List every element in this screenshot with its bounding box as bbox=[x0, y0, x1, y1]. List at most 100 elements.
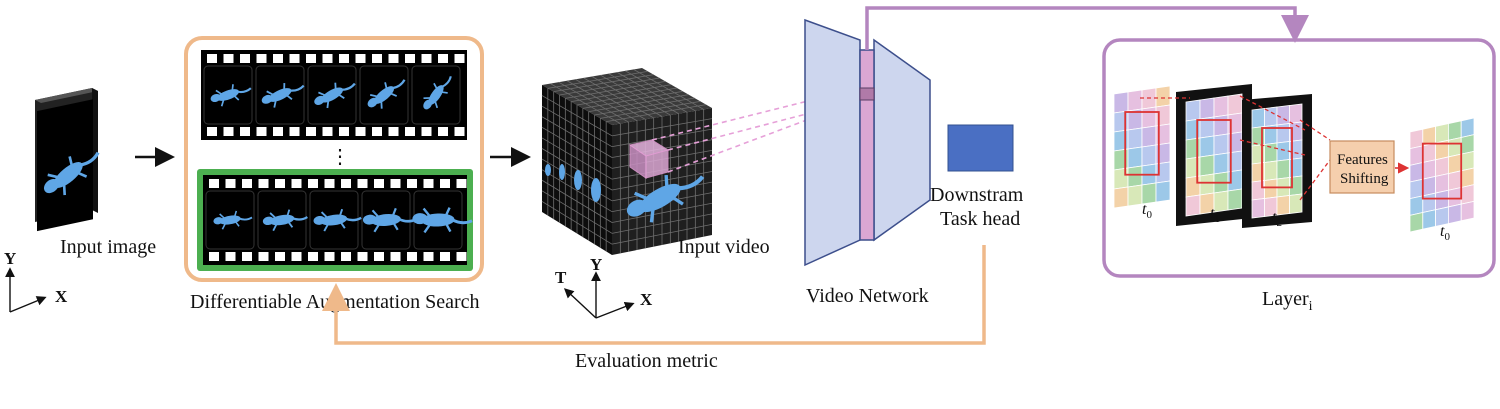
svg-text:t2: t2 bbox=[1272, 209, 1282, 229]
sprocket-hole bbox=[322, 54, 333, 63]
input-video-label: Input video bbox=[678, 236, 770, 258]
sprocket-hole bbox=[289, 54, 300, 63]
features-shifting-box bbox=[1329, 140, 1395, 194]
sprocket-hole bbox=[339, 127, 349, 136]
film-strip-icon bbox=[203, 175, 474, 265]
feature-grid bbox=[1242, 94, 1312, 228]
sprocket-hole bbox=[456, 252, 467, 261]
input-image-label: Input image bbox=[60, 236, 156, 258]
sprocket-hole bbox=[357, 252, 368, 261]
sprocket-hole bbox=[454, 127, 465, 136]
sprocket-hole bbox=[291, 179, 302, 188]
sprocket-hole bbox=[291, 252, 302, 261]
feature-grid bbox=[1113, 85, 1171, 209]
sprocket-hole bbox=[407, 179, 417, 188]
task-head-box bbox=[947, 124, 1014, 172]
sprocket-hole bbox=[357, 179, 368, 188]
sprocket-hole bbox=[324, 252, 335, 261]
downstream-label-line1: Downstram bbox=[930, 184, 1024, 206]
sprocket-hole bbox=[374, 252, 384, 261]
sprocket-hole bbox=[308, 179, 318, 188]
sprocket-hole bbox=[438, 127, 448, 136]
sprocket-hole bbox=[209, 252, 219, 261]
time-label-t2: t2 bbox=[1272, 209, 1282, 229]
image-axis-x: X bbox=[55, 287, 68, 306]
sprocket-hole bbox=[341, 179, 351, 188]
layer-label: Layeri bbox=[1262, 288, 1313, 314]
sprocket-hole bbox=[322, 127, 333, 136]
sprocket-hole bbox=[207, 54, 217, 63]
sprocket-hole bbox=[421, 54, 432, 63]
sprocket-hole bbox=[306, 54, 316, 63]
feature-grid bbox=[1409, 117, 1475, 233]
sprocket-hole bbox=[207, 127, 217, 136]
sprocket-hole bbox=[324, 179, 335, 188]
sprocket-hole bbox=[355, 54, 366, 63]
sprocket-hole bbox=[275, 179, 285, 188]
image-axis-y: Y bbox=[4, 249, 16, 268]
sprocket-hole bbox=[242, 179, 252, 188]
sprocket-hole bbox=[454, 54, 465, 63]
video-network bbox=[804, 18, 931, 267]
time-label-t0: t0 bbox=[1142, 201, 1152, 221]
input-image bbox=[35, 88, 107, 232]
video-axis-x: X bbox=[640, 290, 653, 309]
video-network-label: Video Network bbox=[806, 285, 929, 307]
sprocket-hole bbox=[456, 179, 467, 188]
svg-text:t0: t0 bbox=[1142, 201, 1152, 221]
video-axis-y: Y bbox=[590, 255, 602, 274]
sprocket-hole bbox=[440, 252, 450, 261]
sprocket-hole bbox=[289, 127, 300, 136]
layer-box bbox=[1102, 38, 1496, 278]
sprocket-hole bbox=[372, 127, 382, 136]
sprocket-hole bbox=[240, 127, 250, 136]
time-label-t1: t1 bbox=[1210, 205, 1220, 225]
sprocket-hole bbox=[223, 54, 234, 63]
sprocket-hole bbox=[390, 252, 401, 261]
sprocket-hole bbox=[225, 179, 236, 188]
sprocket-hole bbox=[258, 179, 269, 188]
sprocket-hole bbox=[438, 54, 448, 63]
film-strip-icon bbox=[201, 50, 467, 140]
sprocket-hole bbox=[306, 127, 316, 136]
features-label-line2: Shifting bbox=[1340, 171, 1389, 187]
video-axes bbox=[563, 271, 635, 319]
sprocket-hole bbox=[372, 54, 382, 63]
feature-grid bbox=[1176, 84, 1252, 226]
sprocket-hole bbox=[273, 54, 283, 63]
evaluation-metric-label: Evaluation metric bbox=[575, 350, 718, 372]
time-label-t0-output: t0 bbox=[1440, 223, 1450, 243]
svg-text:t0: t0 bbox=[1440, 223, 1450, 243]
sprocket-hole bbox=[258, 252, 269, 261]
arrow-evaluation-feedback bbox=[322, 245, 986, 345]
video-cube-icon bbox=[541, 68, 713, 255]
sprocket-hole bbox=[423, 179, 434, 188]
svg-text:t1: t1 bbox=[1210, 205, 1220, 225]
sprocket-hole bbox=[388, 54, 399, 63]
sprocket-hole bbox=[390, 179, 401, 188]
vertical-ellipsis: ⋮ bbox=[330, 146, 350, 168]
shift-lines bbox=[1140, 95, 1331, 201]
sprocket-hole bbox=[223, 127, 234, 136]
sprocket-hole bbox=[388, 127, 399, 136]
sprocket-hole bbox=[240, 54, 250, 63]
sprocket-hole bbox=[275, 252, 285, 261]
sprocket-hole bbox=[423, 252, 434, 261]
sprocket-hole bbox=[256, 54, 267, 63]
sprocket-hole bbox=[374, 179, 384, 188]
das-box bbox=[184, 36, 484, 282]
sprocket-hole bbox=[341, 252, 351, 261]
video-axis-t: T bbox=[555, 268, 567, 287]
sprocket-hole bbox=[209, 179, 219, 188]
sprocket-hole bbox=[405, 54, 415, 63]
sprocket-hole bbox=[355, 127, 366, 136]
sprocket-hole bbox=[407, 252, 417, 261]
features-label-line1: Features bbox=[1337, 152, 1388, 168]
image-axes bbox=[5, 267, 47, 313]
sprocket-hole bbox=[242, 252, 252, 261]
sprocket-hole bbox=[440, 179, 450, 188]
sprocket-hole bbox=[421, 127, 432, 136]
sprocket-hole bbox=[405, 127, 415, 136]
downstream-label-line2: Task head bbox=[940, 208, 1020, 230]
